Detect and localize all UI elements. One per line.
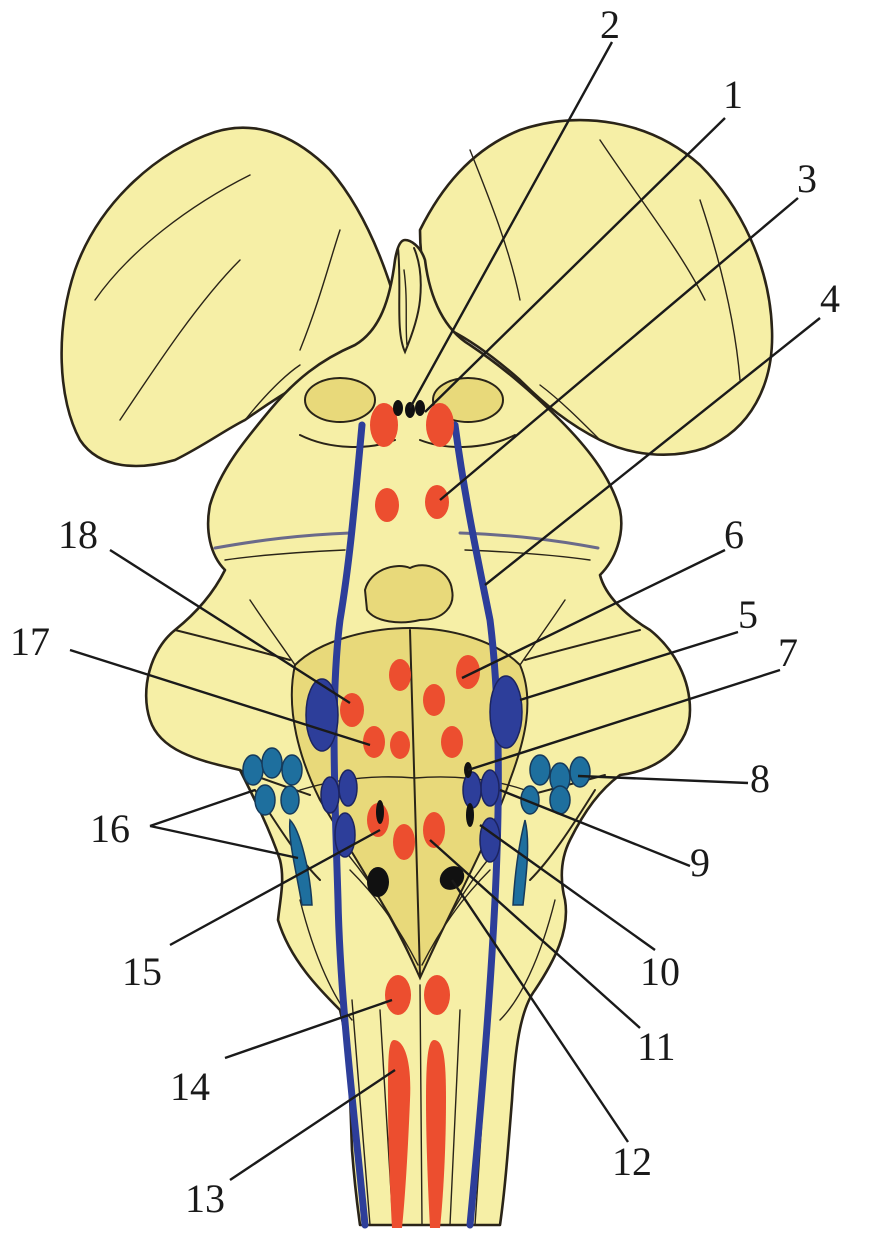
label-12: 12: [612, 1139, 652, 1184]
label-16: 16: [90, 806, 130, 851]
label-15: 15: [122, 949, 162, 994]
label-6: 6: [724, 512, 744, 557]
label-10: 10: [640, 949, 680, 994]
label-13: 13: [185, 1176, 225, 1221]
label-8: 8: [750, 756, 770, 801]
label-11: 11: [637, 1024, 676, 1069]
leader-16a: [150, 790, 255, 826]
label-9: 9: [690, 840, 710, 885]
label-1: 1: [723, 72, 743, 117]
label-18: 18: [58, 512, 98, 557]
label-14: 14: [170, 1064, 210, 1109]
label-5: 5: [738, 592, 758, 637]
label-3: 3: [797, 156, 817, 201]
label-2: 2: [600, 2, 620, 47]
label-17: 17: [10, 619, 50, 664]
label-7: 7: [778, 630, 798, 675]
label-4: 4: [820, 276, 840, 321]
